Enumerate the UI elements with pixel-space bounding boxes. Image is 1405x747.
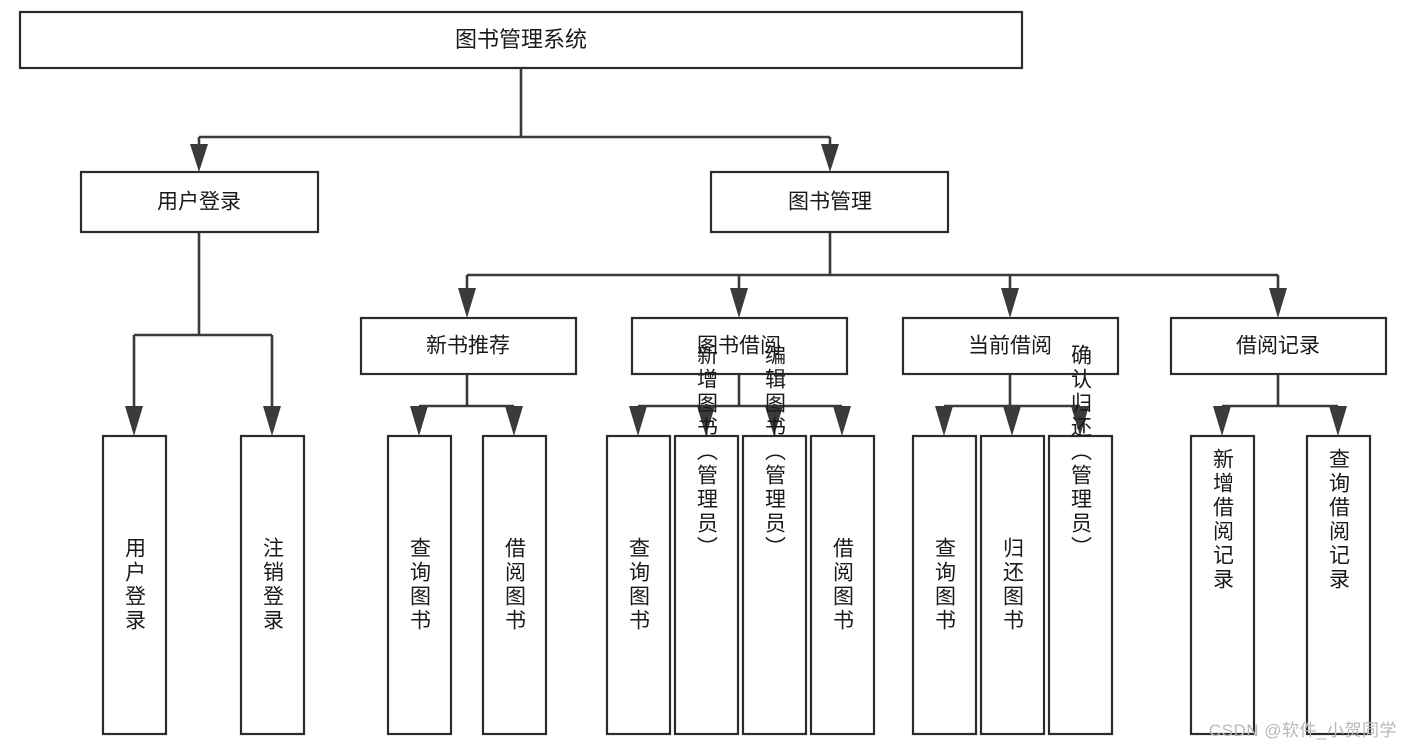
leaf-borrow-book-2-box[interactable] xyxy=(809,434,876,736)
leaf-query-book-2-box[interactable] xyxy=(605,434,672,736)
node-borrow-record-box[interactable] xyxy=(1169,316,1388,376)
arrow-leaf-query-book-2 xyxy=(629,406,647,436)
leaf-add-book[interactable]: 新增图书（管理员） xyxy=(673,344,740,736)
node-current-borrow[interactable]: 当前借阅 xyxy=(901,316,1120,376)
leaf-query-record[interactable]: 查询借阅记录 xyxy=(1305,434,1372,736)
csdn-watermark: CSDN @软件_小贺同学 xyxy=(1208,721,1397,740)
arrow-book-borrow xyxy=(730,288,748,318)
node-new-book-rec-box[interactable] xyxy=(359,316,578,376)
arrow-leaf-add-record xyxy=(1213,406,1231,436)
arrow-borrow-record xyxy=(1269,288,1287,318)
node-new-book-rec-label: 新书推荐 xyxy=(426,335,510,358)
leaf-query-record-box[interactable] xyxy=(1305,434,1372,736)
leaf-query-book-3[interactable]: 查询图书 xyxy=(911,434,978,736)
leaf-query-record-label: 查询借阅记录 xyxy=(1327,448,1351,592)
leaf-query-book-1-label: 查询图书 xyxy=(408,537,432,633)
node-borrow-record-label: 借阅记录 xyxy=(1236,335,1320,358)
leaf-add-record-label: 新增借阅记录 xyxy=(1211,448,1235,592)
leaf-query-book-2-label: 查询图书 xyxy=(627,537,651,633)
arrow-leaf-return-book xyxy=(1003,406,1021,436)
leaf-borrow-book-1[interactable]: 借阅图书 xyxy=(481,434,548,736)
leaf-add-record[interactable]: 新增借阅记录 xyxy=(1189,434,1256,736)
arrow-leaf-borrow-book-1 xyxy=(505,406,523,436)
leaf-edit-book-label: 编辑图书（管理员） xyxy=(763,344,787,560)
leaf-user-login-label: 用户登录 xyxy=(123,537,147,633)
arrow-current-borrow xyxy=(1001,288,1019,318)
arrow-leaf-edit-book xyxy=(765,406,783,436)
leaf-user-login[interactable]: 用户登录 xyxy=(101,434,168,736)
node-new-book-rec[interactable]: 新书推荐 xyxy=(359,316,578,376)
arrow-leaf-confirm-return xyxy=(1071,406,1089,436)
node-current-borrow-box[interactable] xyxy=(901,316,1120,376)
arrow-leaf-logout xyxy=(263,406,281,436)
leaf-query-book-3-label: 查询图书 xyxy=(933,537,957,633)
node-book-borrow[interactable]: 图书借阅 xyxy=(630,316,849,376)
arrow-leaf-borrow-book-2 xyxy=(833,406,851,436)
connectors-new-book-rec-to-leaves xyxy=(410,374,523,436)
leaf-return-book[interactable]: 归还图书 xyxy=(979,434,1046,736)
node-user-login[interactable]: 用户登录 xyxy=(79,170,320,234)
arrow-leaf-add-book xyxy=(697,406,715,436)
leaf-logout-label: 注销登录 xyxy=(261,537,285,633)
leaf-add-book-box[interactable] xyxy=(673,434,740,736)
connectors-book-borrow-to-leaves xyxy=(629,374,851,436)
arrow-to-book-manage xyxy=(821,144,839,172)
leaf-query-book-1[interactable]: 查询图书 xyxy=(386,434,453,736)
leaf-borrow-book-1-box[interactable] xyxy=(481,434,548,736)
leaf-edit-book[interactable]: 编辑图书（管理员） xyxy=(741,344,808,736)
node-book-borrow-box[interactable] xyxy=(630,316,849,376)
node-root-box[interactable] xyxy=(18,10,1024,70)
leaf-confirm-return-box[interactable] xyxy=(1047,434,1114,736)
connectors-borrow-record-to-leaves xyxy=(1213,374,1347,436)
leaf-return-book-box[interactable] xyxy=(979,434,1046,736)
leaf-query-book-1-box[interactable] xyxy=(386,434,453,736)
arrow-leaf-query-book-1 xyxy=(410,406,428,436)
leaf-return-book-label: 归还图书 xyxy=(1001,537,1025,633)
node-book-manage-box[interactable] xyxy=(709,170,950,234)
arrow-leaf-user-login xyxy=(125,406,143,436)
leaf-logout-box[interactable] xyxy=(239,434,306,736)
leaf-add-book-label: 新增图书（管理员） xyxy=(695,344,719,560)
leaf-confirm-return[interactable]: 确认归还（管理员） xyxy=(1047,344,1114,736)
node-user-login-box[interactable] xyxy=(79,170,320,234)
node-user-login-label: 用户登录 xyxy=(157,191,241,214)
connectors-user-login-to-leaves xyxy=(125,232,281,436)
connectors-root-to-level2 xyxy=(190,68,839,172)
leaf-borrow-book-1-label: 借阅图书 xyxy=(503,537,527,633)
arrow-leaf-query-book-3 xyxy=(935,406,953,436)
node-root-label: 图书管理系统 xyxy=(455,27,587,52)
arrow-to-user-login xyxy=(190,144,208,172)
node-borrow-record[interactable]: 借阅记录 xyxy=(1169,316,1388,376)
arrow-new-book-rec xyxy=(458,288,476,318)
leaf-borrow-book-2[interactable]: 借阅图书 xyxy=(809,434,876,736)
leaf-confirm-return-label: 确认归还（管理员） xyxy=(1069,344,1093,560)
connectors-current-borrow-to-leaves xyxy=(935,374,1089,436)
node-book-borrow-label: 图书借阅 xyxy=(697,335,781,358)
leaf-query-book-3-box[interactable] xyxy=(911,434,978,736)
leaf-add-record-box[interactable] xyxy=(1189,434,1256,736)
node-book-manage-label: 图书管理 xyxy=(788,191,872,214)
node-root[interactable]: 图书管理系统 xyxy=(18,10,1024,70)
leaf-edit-book-box[interactable] xyxy=(741,434,808,736)
node-book-manage[interactable]: 图书管理 xyxy=(709,170,950,234)
connectors-book-manage-to-level3 xyxy=(458,232,1287,318)
leaf-user-login-box[interactable] xyxy=(101,434,168,736)
leaf-borrow-book-2-label: 借阅图书 xyxy=(831,537,855,633)
node-current-borrow-label: 当前借阅 xyxy=(968,335,1052,358)
arrow-leaf-query-record xyxy=(1329,406,1347,436)
leaf-query-book-2[interactable]: 查询图书 xyxy=(605,434,672,736)
leaf-logout[interactable]: 注销登录 xyxy=(239,434,306,736)
